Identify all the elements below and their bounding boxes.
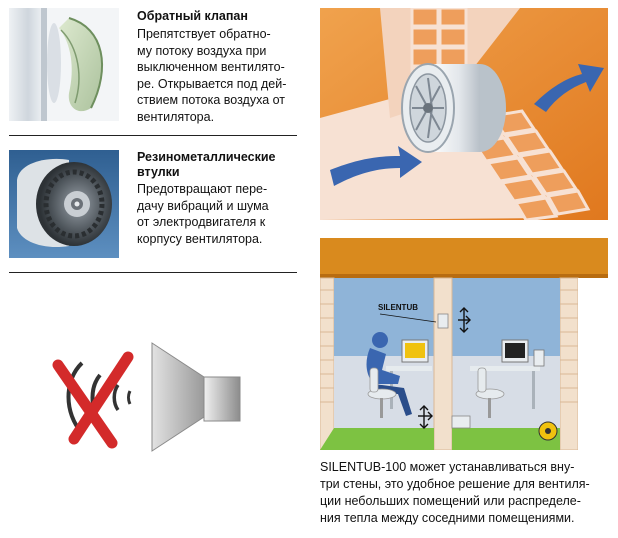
text-line: дачу вибраций и шума <box>137 198 269 213</box>
title-line: Резинометаллические <box>137 150 276 164</box>
silentub-label: SILENTUB <box>378 303 418 312</box>
caption-line: три стены, это удобное решение для венти… <box>320 477 590 491</box>
text-line: му потоку воздуха при <box>137 43 267 58</box>
motor-photo <box>9 150 119 258</box>
feature-text-valve: Препятствует обратно- му потоку воздуха … <box>137 26 286 125</box>
valve-photo <box>9 8 119 121</box>
wall-installation-illustration <box>320 8 608 220</box>
divider <box>9 272 297 273</box>
caption-line: ции небольших помещений или распределе- <box>320 494 581 508</box>
text-line: корпусу вентилятора. <box>137 231 263 246</box>
low-noise-icon <box>52 335 247 460</box>
divider <box>9 135 297 136</box>
text-line: выключенном вентилято- <box>137 60 285 74</box>
feature-title-valve: Обратный клапан <box>137 9 248 23</box>
text-line: ствием потока воздуха от <box>137 93 286 107</box>
text-line: от электродвигателя к <box>137 215 266 229</box>
text-line: Предотвращают пере- <box>137 182 268 196</box>
text-line: Препятствует обратно- <box>137 27 271 41</box>
caption-line: SILENTUB-100 может устанавливаться вну- <box>320 460 575 474</box>
text-line: ре. Открывается под дей- <box>137 76 287 91</box>
text-line: вентилятора. <box>137 109 215 124</box>
title-line: втулки <box>137 165 180 179</box>
caption: SILENTUB-100 может устанавливаться вну- … <box>320 459 608 527</box>
caption-line: ния тепла между соседними помещениями. <box>320 511 575 525</box>
rooms-illustration: SILENTUB <box>320 238 608 450</box>
feature-text-bushings: Предотвращают пере- дачу вибраций и шума… <box>137 181 269 247</box>
feature-title-bushings: Резинометаллические втулки <box>137 150 275 180</box>
